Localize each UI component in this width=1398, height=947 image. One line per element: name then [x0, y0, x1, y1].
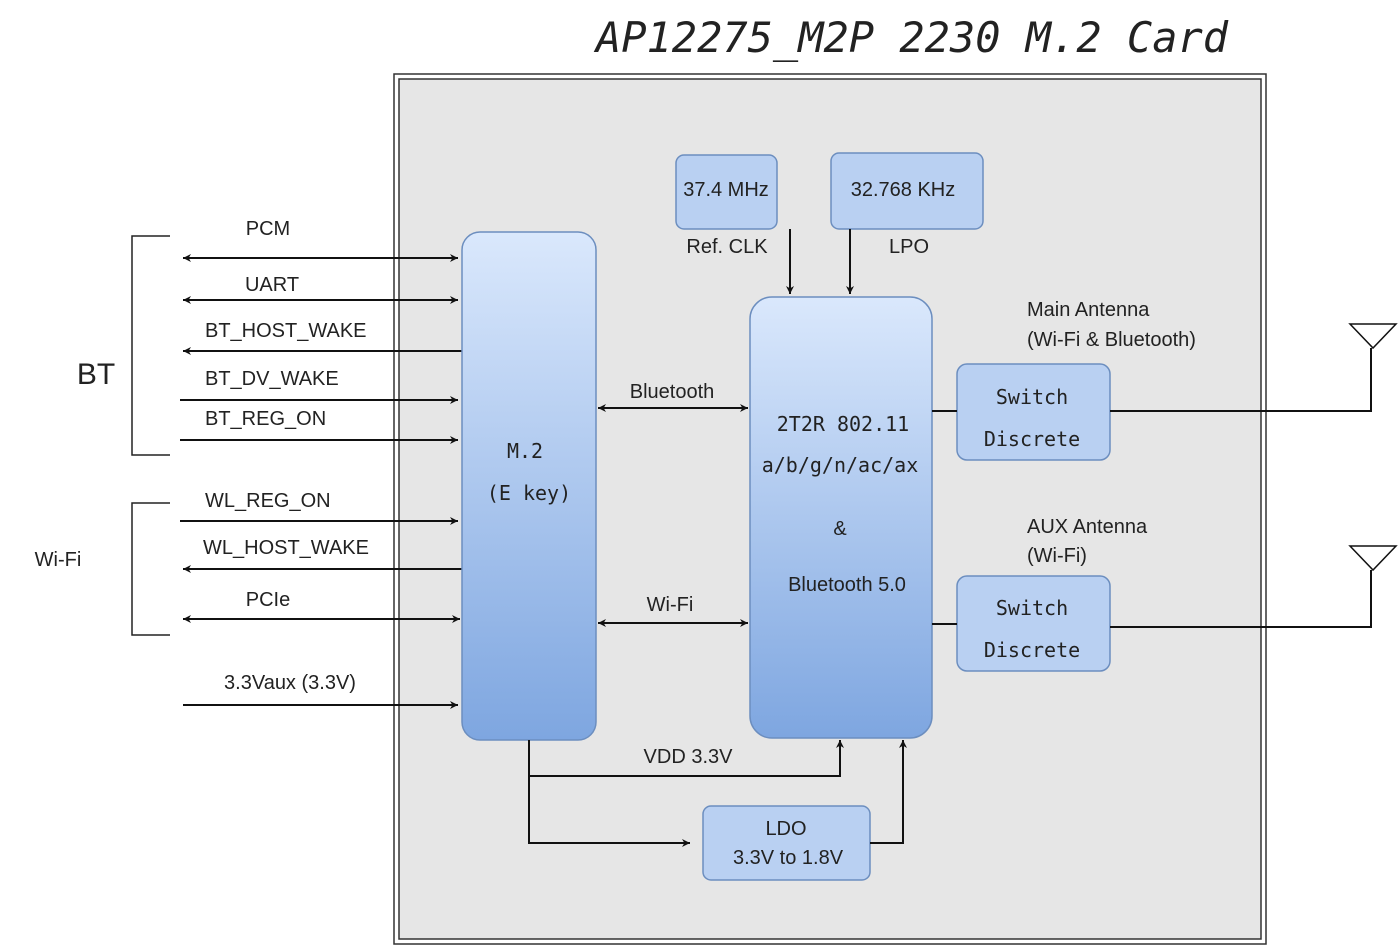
main-switch-line-1: Switch: [996, 385, 1068, 409]
m2-block-subtitle: (E key): [487, 481, 571, 505]
wifi-bracket: [131, 502, 170, 636]
signal-label-wl-reg-on: WL_REG_ON: [205, 490, 331, 512]
vdd-3v3-path: [528, 740, 844, 777]
card-outer-border: [393, 73, 1267, 945]
vdd-label: VDD 3.3V: [644, 746, 734, 768]
ldo-subtitle: 3.3V to 1.8V: [733, 847, 844, 869]
ref-clock-block: [675, 154, 778, 230]
bt-bracket: [131, 235, 170, 456]
aux-antenna-label-1: AUX Antenna: [1027, 516, 1148, 538]
m2-block-title: M.2: [507, 439, 543, 463]
aux-antenna-icon: [1348, 545, 1398, 572]
main-switch-line-2: Discrete: [984, 427, 1080, 451]
signal-label-vaux: 3.3Vaux (3.3V): [224, 672, 356, 694]
aux-switch-line-1: Switch: [996, 596, 1068, 620]
signal-label-pcm: PCM: [246, 218, 290, 240]
ldo-to-chip-path: [870, 740, 907, 844]
ldo-title: LDO: [765, 818, 806, 840]
aux-switch-line-2: Discrete: [984, 638, 1080, 662]
signal-label-wl-host-wake: WL_HOST_WAKE: [203, 537, 369, 559]
main-antenna-label-1: Main Antenna: [1027, 299, 1150, 321]
bt-group-label: BT: [77, 358, 115, 391]
signal-label-uart: UART: [245, 274, 299, 296]
ref-clock-freq: 37.4 MHz: [683, 179, 769, 201]
wifi-bt-chip-block: [749, 296, 933, 739]
chip-line-2: a/b/g/n/ac/ax: [762, 453, 919, 477]
lpo-clock-block: [830, 152, 984, 230]
lpo-clock-freq: 32.768 KHz: [851, 179, 956, 201]
main-antenna-label-2: (Wi-Fi & Bluetooth): [1027, 329, 1196, 351]
aux-antenna-label-2: (Wi-Fi): [1027, 545, 1087, 567]
aux-antenna-feed: [1110, 570, 1372, 628]
bluetooth-link-label: Bluetooth: [630, 381, 715, 403]
chip-line-1: 2T2R 802.11: [777, 412, 909, 436]
signal-label-bt-dv-wake: BT_DV_WAKE: [205, 368, 339, 390]
m2-to-ldo-path: [528, 776, 690, 847]
main-antenna-icon: [1348, 323, 1398, 350]
wifi-link-label: Wi-Fi: [647, 594, 694, 616]
signal-label-pcie: PCIe: [246, 589, 290, 611]
wifi-group-label: Wi-Fi: [35, 549, 82, 571]
chip-line-4: Bluetooth 5.0: [788, 574, 906, 596]
signal-label-bt-reg-on: BT_REG_ON: [205, 408, 326, 430]
diagram-title: AP12275_M2P 2230 M.2 Card: [593, 13, 1229, 62]
main-antenna-feed: [1110, 348, 1372, 412]
lpo-label: LPO: [889, 236, 929, 258]
ref-clk-label: Ref. CLK: [686, 236, 768, 258]
chip-line-3: &: [833, 518, 847, 540]
signal-label-bt-host-wake: BT_HOST_WAKE: [205, 320, 367, 342]
